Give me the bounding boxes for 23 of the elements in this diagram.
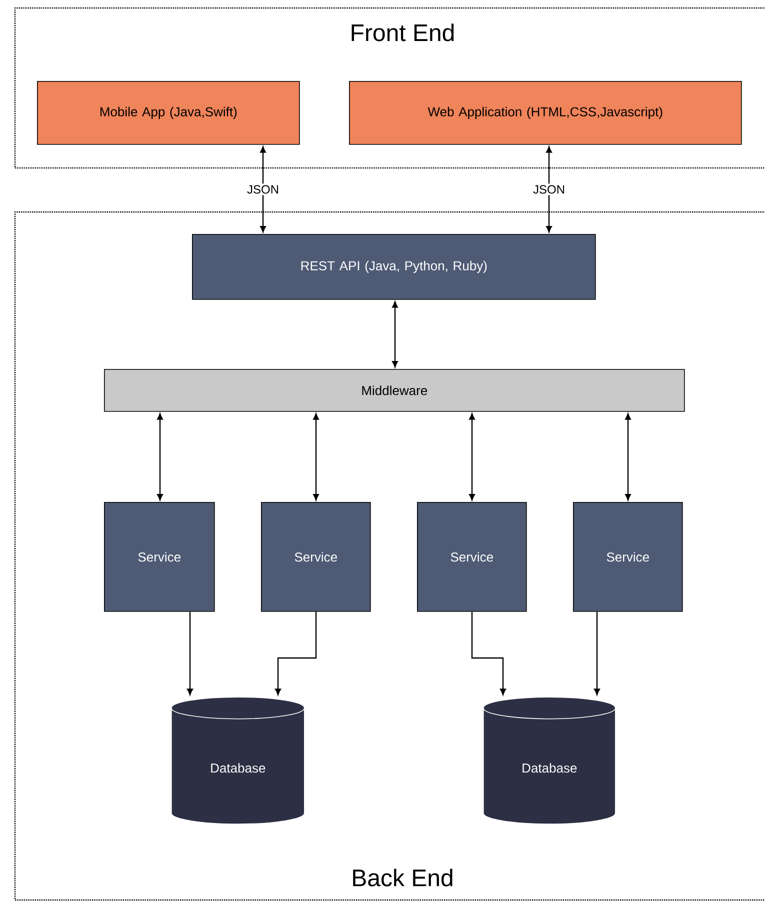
arrow bbox=[469, 413, 475, 500]
app-box: Mobile App (Java,Swift) bbox=[37, 81, 300, 145]
process-box: Service bbox=[261, 502, 371, 612]
edge-label: JSON bbox=[246, 184, 280, 196]
arrow bbox=[187, 612, 193, 696]
app-box: Web Application (HTML,CSS,Javascript) bbox=[349, 81, 742, 145]
arrow bbox=[157, 413, 163, 500]
database-cylinder: Database bbox=[171, 696, 305, 824]
process-box: Service bbox=[417, 502, 527, 612]
arrow bbox=[313, 413, 319, 500]
arrow bbox=[625, 413, 631, 500]
middleware-bar: Middleware bbox=[104, 369, 685, 412]
process-box: REST API (Java, Python, Ruby) bbox=[192, 234, 596, 300]
arrow bbox=[546, 146, 552, 232]
arrow bbox=[594, 612, 600, 696]
database-cylinder: Database bbox=[483, 696, 616, 824]
arrow bbox=[392, 301, 398, 368]
arrow bbox=[471, 612, 506, 696]
edge-label: JSON bbox=[532, 184, 566, 196]
arrow bbox=[260, 146, 266, 232]
arrow bbox=[275, 612, 317, 696]
process-box: Service bbox=[104, 502, 215, 612]
process-box: Service bbox=[573, 502, 683, 612]
